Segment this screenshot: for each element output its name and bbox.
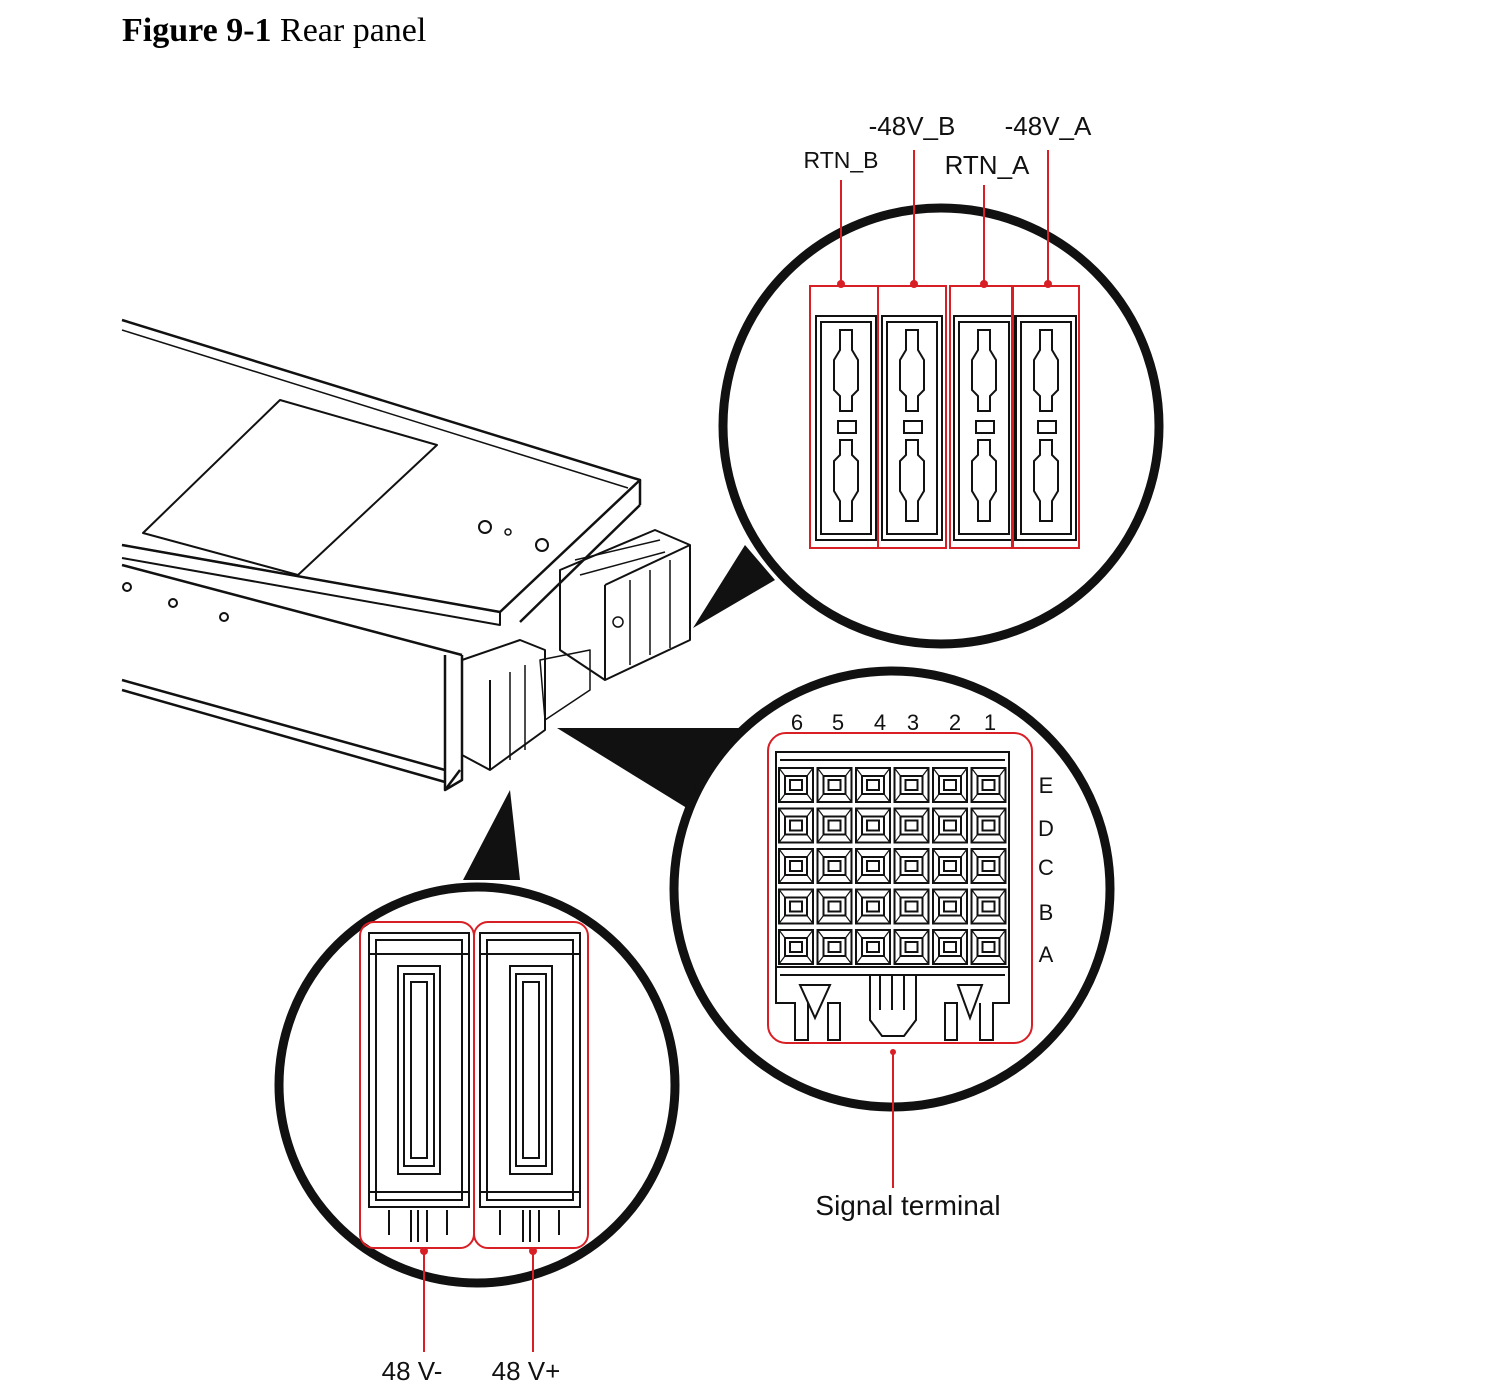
figure-number: Figure 9-1 <box>122 12 272 49</box>
signal-pin-C4 <box>855 848 891 884</box>
column-label-1: 1 <box>984 710 996 735</box>
power-module-body <box>121 318 691 792</box>
power-terminal-plus <box>479 932 581 1242</box>
signal-pin-D5 <box>816 807 853 844</box>
signal-pin-D1 <box>970 807 1007 844</box>
label-48v-minus: 48 V- <box>382 1356 443 1386</box>
signal-terminal-callout: 6 5 4 3 2 1 E D C B A <box>669 666 1115 1221</box>
signal-pin-A4 <box>855 929 891 965</box>
signal-pin-E2 <box>932 767 968 803</box>
label-48v-plus: 48 V+ <box>492 1356 561 1386</box>
signal-pin-grid <box>775 751 1010 968</box>
signal-pin-B6 <box>778 888 814 925</box>
signal-pin-C6 <box>778 848 814 884</box>
signal-pin-C1 <box>970 848 1007 884</box>
signal-connector-base <box>775 967 1010 1041</box>
power-terminal-minus <box>368 932 470 1242</box>
power-terminal-callout: 48 V- 48 V+ <box>274 882 680 1386</box>
signal-pin-A1 <box>970 929 1007 965</box>
signal-pin-E1 <box>970 767 1007 803</box>
signal-pin-B1 <box>970 888 1007 925</box>
signal-pin-C5 <box>816 848 853 884</box>
label-minus48v-a: -48V_A <box>1005 111 1092 141</box>
column-label-6: 6 <box>791 710 803 735</box>
signal-pin-B3 <box>893 888 930 925</box>
signal-pin-E5 <box>816 767 853 803</box>
signal-pin-B4 <box>855 888 891 925</box>
signal-pin-C3 <box>893 848 930 884</box>
signal-pin-E4 <box>855 767 891 803</box>
signal-pin-A6 <box>778 929 814 965</box>
terminal-slots <box>815 315 1077 541</box>
terminal-slot-rtn-b <box>815 315 877 541</box>
signal-pin-A2 <box>932 929 968 965</box>
label-rtn-a: RTN_A <box>945 150 1030 180</box>
row-label-d: D <box>1038 816 1054 841</box>
label-minus48v-b: -48V_B <box>869 111 956 141</box>
row-label-e: E <box>1039 773 1054 798</box>
column-label-5: 5 <box>832 710 844 735</box>
signal-pin-A3 <box>893 929 930 965</box>
signal-pin-E6 <box>778 767 814 803</box>
signal-pin-D2 <box>932 807 968 844</box>
label-rtn-b: RTN_B <box>804 147 879 173</box>
figure-caption: Figure 9-1 Rear panel <box>122 12 426 50</box>
terminal-slot-minus48v-b <box>881 315 943 541</box>
signal-pin-D3 <box>893 807 930 844</box>
leader-lines-bottom <box>420 1247 537 1352</box>
row-label-a: A <box>1039 942 1054 967</box>
signal-pin-B2 <box>932 888 968 925</box>
signal-pin-D6 <box>778 807 814 844</box>
leader-lines-top <box>837 150 1052 288</box>
signal-pin-C2 <box>932 848 968 884</box>
column-label-2: 2 <box>949 710 961 735</box>
signal-pin-B5 <box>816 888 853 925</box>
row-label-c: C <box>1038 855 1054 880</box>
signal-pin-E3 <box>893 767 930 803</box>
signal-terminal-label: Signal terminal <box>815 1190 1000 1221</box>
top-power-connector-callout: -48V_B -48V_A RTN_B RTN_A <box>718 111 1164 649</box>
signal-pin-A5 <box>816 929 853 965</box>
signal-pin-D4 <box>855 807 891 844</box>
column-label-3: 3 <box>907 710 919 735</box>
figure-title: Rear panel <box>280 12 427 49</box>
terminal-slot-minus48v-a <box>1015 315 1077 541</box>
column-label-4: 4 <box>874 710 886 735</box>
row-label-b: B <box>1039 900 1054 925</box>
